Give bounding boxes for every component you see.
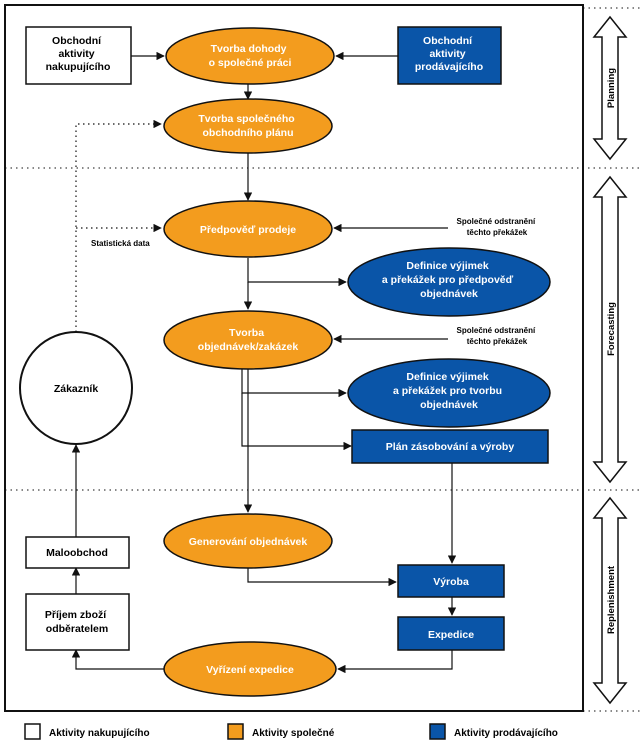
retail-label: Maloobchod (46, 547, 108, 559)
legend: Aktivity nakupujícího Aktivity společné … (24, 723, 558, 740)
node-fulfillment: Vyřízení expedice (163, 641, 337, 697)
order-generation-label: Generování objednávek (189, 536, 308, 548)
agreement-line1: Tvorba dohody (211, 43, 287, 55)
sales-forecast-label: Předpověď prodeje (200, 224, 296, 236)
replenishment-label: Replenishment (606, 565, 617, 634)
node-retail: Maloobchod (25, 536, 130, 569)
svg-text:Tvorba společného obchod: Tvorba společného obchodního plánu (198, 113, 297, 139)
main-frame (4, 4, 584, 712)
edge-customer-plan (75, 119, 162, 332)
svg-text:Tvorba dohody o společné: Tvorba dohody o společné práci (209, 43, 292, 69)
node-exceptions-order: Definice výjimek a překážek pro tvorbu o… (347, 358, 551, 428)
legend-seller-swatch (429, 723, 446, 740)
business-plan-line2: obchodního plánu (203, 127, 294, 139)
edge-fulfillment-receiving (71, 649, 164, 670)
dispatch-label: Expedice (428, 629, 474, 641)
exceptions-order-line1: Definice výjimek (406, 371, 488, 383)
buyer-activities-line2: aktivity (58, 48, 94, 60)
exceptions-order-line3: objednávek (420, 399, 478, 411)
exceptions-forecast-line2: a překážek pro předpověď (382, 274, 514, 286)
receiving-line2: odběratelem (46, 623, 108, 635)
legend-buyer-swatch (24, 723, 41, 740)
joint-resolution2-line2: těchto překážek (467, 337, 528, 346)
legend-buyer-label: Aktivity nakupujícího (49, 728, 150, 739)
svg-text:Společné odstranění těchto: Společné odstranění těchto překážek (457, 326, 538, 346)
exceptions-forecast-line1: Definice výjimek (406, 260, 488, 272)
seller-activities-line2: aktivity (429, 48, 465, 60)
business-plan-line1: Tvorba společného (198, 113, 294, 125)
svg-text:Obchodní aktivity: Obchodní aktivity prodávajícího (415, 35, 483, 73)
edge-order-exception2 (241, 369, 347, 398)
exceptions-forecast-line3: objednávek (420, 288, 478, 300)
supply-plan-label: Plán zásobování a výroby (386, 441, 515, 453)
node-sales-forecast: Předpověď prodeje (163, 200, 333, 258)
production-label: Výroba (433, 576, 469, 588)
edge-dispatch-fulfillment (337, 650, 453, 674)
node-exceptions-forecast: Definice výjimek a překážek pro předpově… (347, 247, 551, 317)
statistical-data-label: Statistická data (91, 239, 150, 248)
node-receiving: Příjem zboží odběratelem (25, 593, 130, 651)
replenishment-arrow: Replenishment (592, 496, 628, 705)
seller-activities-line3: prodávajícího (415, 61, 483, 73)
joint-resolution2-line1: Společné odstranění (457, 326, 536, 335)
edge-generation-production (247, 568, 397, 587)
edge-forecast-exception1 (247, 258, 347, 287)
svg-text:Definice výjimek a překá: Definice výjimek a překážek pro předpově… (382, 260, 516, 300)
node-supply-plan: Plán zásobování a výroby (351, 429, 549, 464)
customer-label: Zákazník (54, 383, 99, 395)
edge-order-supply (241, 393, 352, 451)
svg-text:Příjem zboží odběratelem: Příjem zboží odběratelem (45, 609, 109, 635)
exceptions-order-line2: a překážek pro tvorbu (393, 385, 502, 397)
forecasting-label: Forecasting (606, 302, 617, 356)
order-forecast-line2: objednávek/zakázek (198, 341, 299, 353)
svg-text:Definice výjimek a překá: Definice výjimek a překážek pro tvorbu o… (393, 371, 505, 411)
svg-text:Společné odstranění těchto: Společné odstranění těchto překážek (457, 217, 538, 237)
node-production: Výroba (397, 564, 505, 598)
buyer-activities-line3: nakupujícího (46, 61, 111, 73)
forecasting-arrow: Forecasting (592, 175, 628, 484)
planning-label: Planning (606, 68, 617, 108)
node-seller-activities: Obchodní aktivity prodávajícího (397, 26, 502, 85)
svg-text:Obchodní aktivity: Obchodní aktivity nakupujícího (46, 35, 111, 73)
fulfillment-label: Vyřízení expedice (206, 664, 294, 676)
seller-activities-line1: Obchodní (423, 35, 473, 47)
node-dispatch: Expedice (397, 616, 505, 651)
receiving-line1: Příjem zboží (45, 609, 107, 621)
legend-shared-label: Aktivity společné (252, 728, 335, 739)
legend-shared-swatch (227, 723, 244, 740)
planning-arrow: Planning (592, 15, 628, 161)
joint-resolution1-line1: Společné odstranění (457, 217, 536, 226)
node-order-generation: Generování objednávek (163, 513, 333, 569)
node-business-plan: Tvorba společného obchodního plánu (163, 98, 333, 154)
joint-resolution1-line2: těchto překážek (467, 228, 528, 237)
node-order-forecast: Tvorba objednávek/zakázek (163, 310, 333, 370)
node-buyer-activities: Obchodní aktivity nakupujícího (25, 26, 132, 85)
buyer-activities-line1: Obchodní (52, 35, 102, 47)
node-agreement: Tvorba dohody o společné práci (165, 27, 335, 85)
agreement-line2: o společné práci (209, 57, 292, 69)
node-customer: Zákazník (19, 331, 133, 445)
svg-text:Tvorba objednávek/zakáze: Tvorba objednávek/zakázek (198, 327, 299, 353)
legend-seller-label: Aktivity prodávajícího (454, 728, 558, 739)
order-forecast-line1: Tvorba (229, 327, 264, 339)
